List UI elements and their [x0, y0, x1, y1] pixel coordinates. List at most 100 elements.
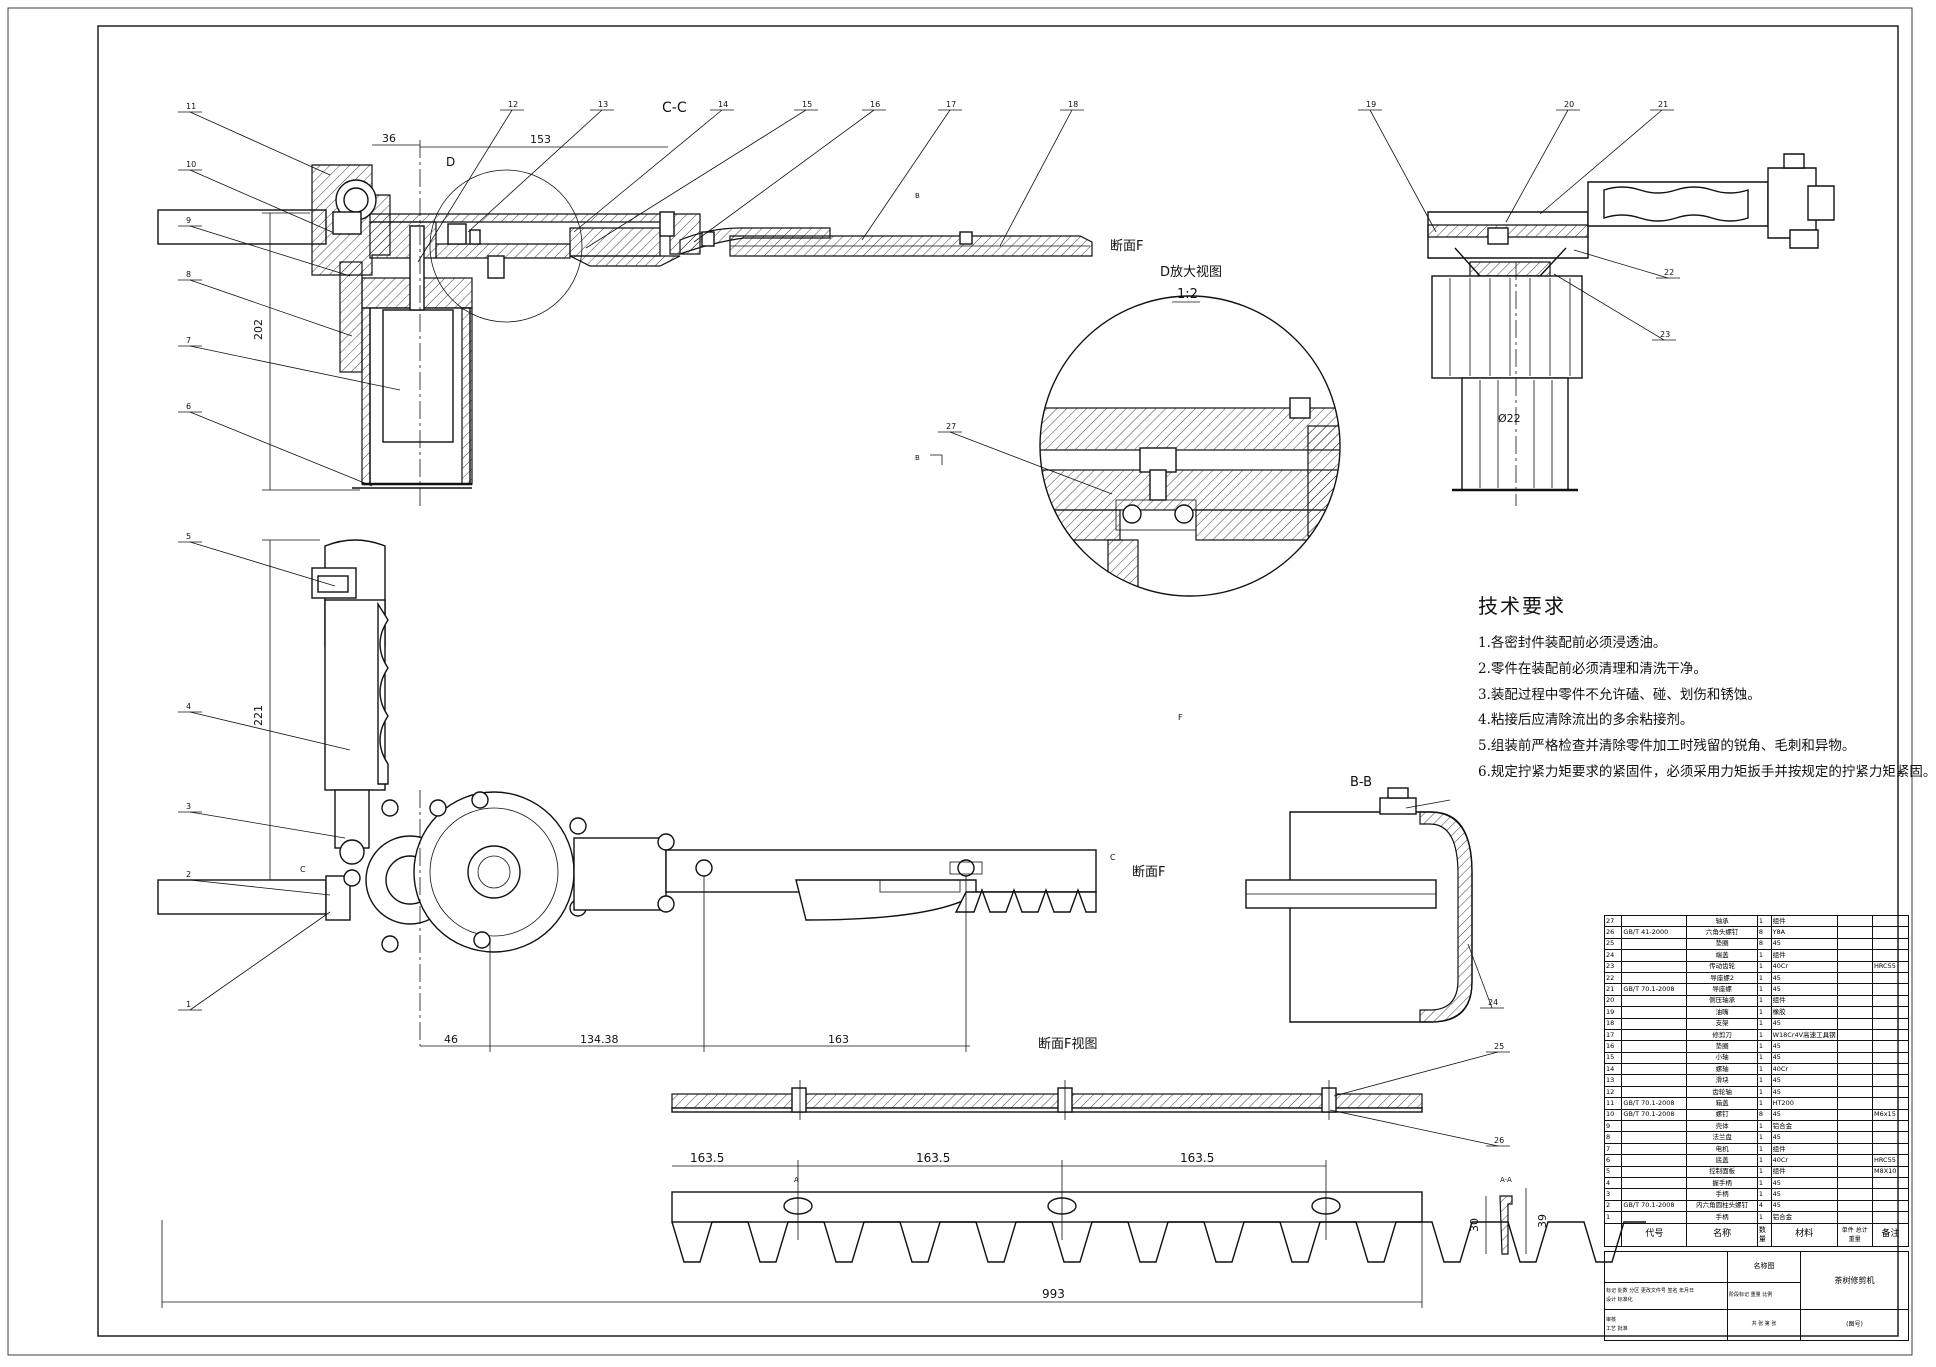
bom-cell	[1621, 1017, 1688, 1030]
balloon-leader	[861, 109, 951, 241]
bom-cell: 1	[1756, 1074, 1772, 1087]
bom-cell: GB/T 70.1-2008	[1621, 1199, 1688, 1213]
balloon-number: 1	[186, 1000, 191, 1009]
bom-cell	[1836, 1188, 1873, 1201]
bom-cell: 法兰盘	[1686, 1131, 1758, 1144]
bom-cell: 40Cr	[1770, 1154, 1838, 1167]
bom-cell: 1	[1756, 1165, 1772, 1179]
aa-mark: A-A	[1500, 1176, 1512, 1184]
bb-view: B-B	[1245, 775, 1473, 1023]
bom-cell	[1836, 1028, 1873, 1042]
balloon-number: 12	[508, 100, 518, 109]
bom-cell	[1621, 1188, 1688, 1201]
balloon-number: 3	[186, 802, 191, 811]
dim-221: 221	[252, 705, 265, 726]
bom-cell: 45	[1770, 1017, 1838, 1030]
bom-cell: 20	[1603, 994, 1623, 1008]
bom-cell: 1	[1756, 971, 1772, 985]
dim-1635-b: 163.5	[916, 1151, 950, 1165]
bom-cell	[1871, 1063, 1910, 1076]
tb-revision-row: 标记 处数 分区 更改文件号 签名 年月日设计 标准化	[1604, 1281, 1728, 1310]
tb-label-date: 年月日	[1679, 1287, 1695, 1294]
bom-cell	[1871, 1085, 1910, 1099]
bom-cell: 1	[1756, 914, 1772, 928]
bom-cell: 45	[1770, 983, 1838, 996]
bom-cell: 12	[1603, 1085, 1623, 1099]
balloon-leader	[1329, 1109, 1499, 1147]
bom-cell: 23	[1603, 960, 1623, 973]
bom-cell	[1836, 994, 1873, 1008]
bom-cell	[1621, 1051, 1688, 1065]
bom-cell: 40Cr	[1770, 960, 1838, 973]
bom-cell: 45	[1770, 1131, 1838, 1144]
bom-cell	[1621, 1120, 1688, 1133]
balloon-leader	[1369, 109, 1437, 233]
balloon-leader	[189, 541, 336, 587]
balloon-number: 13	[598, 100, 608, 109]
balloon-number: 27	[946, 422, 956, 431]
bom-cell: GB/T 70.1-2008	[1621, 1108, 1688, 1122]
bom-cell: 6	[1603, 1154, 1623, 1167]
bom-cell: 45	[1770, 1176, 1838, 1190]
c-mark-right: C	[1110, 853, 1116, 862]
bom-cell: 电机	[1686, 1142, 1758, 1156]
d-label: D	[446, 155, 455, 169]
bom-cell	[1836, 1017, 1873, 1030]
bom-cell: 组件	[1770, 1142, 1838, 1156]
balloon-leader	[949, 431, 1113, 495]
bom-cell: 1	[1756, 994, 1772, 1008]
tech-req-item-2: 2.零件在装配前必须清理和清洗干净。	[1478, 660, 1707, 677]
dim-30: 30	[1468, 1218, 1481, 1232]
dim-1635-a: 163.5	[690, 1151, 724, 1165]
tb-label-scale: 比例	[1762, 1292, 1773, 1299]
tb-label-stage: 阶段标记	[1729, 1292, 1750, 1299]
balloon-leader	[189, 279, 353, 337]
bom-cell: 导座螺	[1686, 983, 1758, 996]
bom-cell: 侧压轴承	[1686, 994, 1758, 1008]
bom-cell: 15	[1603, 1051, 1623, 1065]
tb-label-process: 工艺	[1606, 1325, 1617, 1332]
bom-cell: 1	[1756, 1028, 1772, 1042]
bom-cell	[1621, 914, 1688, 928]
bom-cell: 1	[1756, 1051, 1772, 1065]
bom-cell	[1621, 937, 1688, 951]
bom-cell: 40Cr	[1770, 1063, 1838, 1076]
bom-head-weight: 单件 总计重量	[1836, 1222, 1873, 1247]
bom-cell	[1836, 937, 1873, 951]
balloon-number: 11	[186, 102, 196, 111]
bom-cell: 45	[1770, 1188, 1838, 1201]
bom-cell	[1871, 1040, 1910, 1053]
tb-label-review: 审核	[1606, 1316, 1617, 1323]
bom-cell	[1621, 1142, 1688, 1156]
bom-cell	[1621, 1131, 1688, 1144]
bom-cell: 铝合金	[1770, 1120, 1838, 1133]
balloon-leader	[189, 879, 331, 896]
bom-head-total: 总计	[1855, 1226, 1868, 1234]
bom-cell: 8	[1756, 926, 1772, 939]
balloon-number: 26	[1494, 1136, 1504, 1145]
dim-202: 202	[252, 319, 265, 340]
bom-cell: 18	[1603, 1017, 1623, 1030]
balloon-leader	[189, 711, 351, 751]
bom-cell	[1836, 971, 1873, 985]
bom-cell	[1836, 926, 1873, 939]
bom-cell: 11	[1603, 1097, 1623, 1110]
bom-cell: 25	[1603, 937, 1623, 951]
blade-plan-view: 163.5 163.5 163.5 993 A A-A 30 39	[161, 1151, 1646, 1308]
section-f-label: 断面F	[1110, 239, 1143, 254]
bom-cell: 小轴	[1686, 1051, 1758, 1065]
title-block: 名称图 茶树修剪机 标记 处数 分区 更改文件号 签名 年月日设计 标准化 阶段…	[1604, 1250, 1909, 1341]
balloon-number: 23	[1660, 330, 1670, 339]
bom-cell	[1836, 1165, 1873, 1179]
dim-163: 163	[828, 1033, 849, 1046]
bom-cell: M8X10	[1871, 1165, 1910, 1179]
